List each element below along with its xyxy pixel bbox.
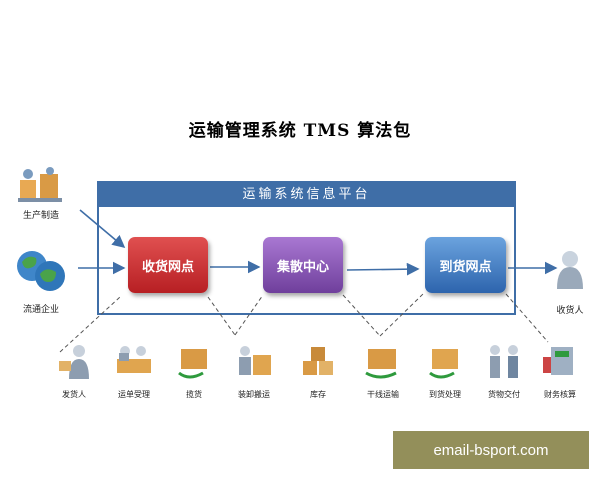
handling-icon bbox=[239, 346, 271, 375]
distribution-center-node: 集散中心 bbox=[263, 237, 343, 293]
person-icon bbox=[557, 251, 583, 289]
dashed-process-links bbox=[59, 293, 549, 353]
arrival-icon bbox=[429, 349, 458, 379]
sender-icon bbox=[59, 345, 89, 379]
globe-icon bbox=[17, 251, 65, 291]
transport-icon bbox=[365, 349, 397, 379]
receiver-label: 收货人 bbox=[556, 306, 584, 316]
pickup-icon bbox=[178, 349, 207, 379]
finance-icon bbox=[543, 347, 573, 375]
step-arrival-processing: 到货处理 bbox=[416, 343, 474, 400]
storage-icon bbox=[303, 347, 333, 375]
step-order-acceptance: 运单受理 bbox=[105, 343, 163, 400]
page-title: 运输管理系统 TMS 算法包 bbox=[188, 121, 412, 141]
factory-label: 生产制造 bbox=[22, 211, 59, 221]
factory-icon bbox=[18, 167, 62, 202]
distributor-label: 流通企业 bbox=[22, 305, 59, 315]
step-pickup: 揽货 bbox=[165, 343, 223, 400]
step-finance: 财务核算 bbox=[531, 343, 589, 400]
arrival-outlet-node: 到货网点 bbox=[425, 237, 506, 293]
pickup-outlet-node: 收货网点 bbox=[128, 237, 208, 293]
step-trunk-transport: 干线运输 bbox=[354, 343, 412, 400]
order-desk-icon bbox=[117, 346, 151, 373]
arrow-factory-to-pickup bbox=[79, 209, 126, 249]
watermark-badge: email-bsport.com bbox=[393, 431, 589, 469]
delivery-icon bbox=[490, 345, 518, 378]
step-storage: 库存 bbox=[289, 343, 347, 400]
platform-header: 运输系统信息平台 bbox=[99, 183, 514, 207]
step-delivery: 货物交付 bbox=[475, 343, 533, 400]
step-sender: 发货人 bbox=[45, 343, 103, 400]
arrow-hub-to-arrival bbox=[346, 262, 420, 276]
step-handling: 装卸搬运 bbox=[225, 343, 283, 400]
